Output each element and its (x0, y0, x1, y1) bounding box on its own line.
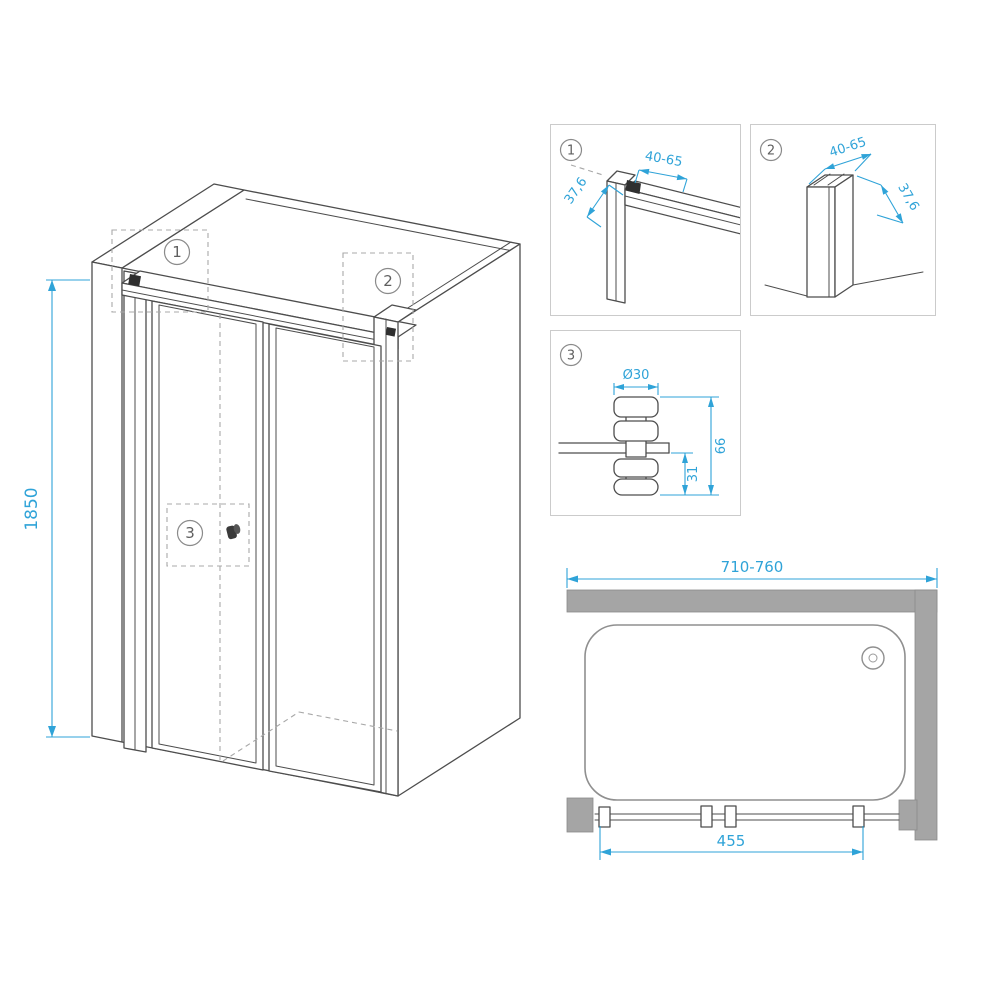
callout-1-circle (163, 238, 191, 266)
height-dimension: 1850 (22, 279, 90, 738)
detail-panel-1: 1 37,6 (550, 124, 741, 316)
fold-hinge-carriage-b (724, 805, 737, 828)
height-dimension-label: 1850 (22, 487, 42, 530)
track-bracket-left (598, 806, 611, 828)
callout-3-circle (176, 519, 204, 547)
door-opening-dimension: 455 (599, 826, 864, 860)
callout-2-circle (374, 267, 402, 295)
detail-2-depth-label: 37,6 (894, 181, 921, 214)
detail-3-callout: 3 (559, 343, 583, 367)
left-wall (91, 183, 245, 743)
callout-2-area (342, 252, 414, 362)
floor-lines (764, 271, 924, 297)
wall-top (566, 589, 938, 613)
jamb-right (898, 799, 918, 831)
door-roller (852, 805, 865, 828)
hidden-wall-line (570, 164, 604, 176)
detail-1-number: 1 (567, 144, 575, 159)
drain-center (868, 653, 878, 663)
callout-2-number: 2 (383, 272, 393, 290)
callout-1-area (111, 229, 209, 313)
diameter-dimension: Ø30 (613, 368, 659, 395)
door-track (594, 805, 900, 828)
callout-3-area (166, 503, 250, 567)
fold-projection-dashed-lines (219, 314, 398, 762)
knob-diameter-label: Ø30 (623, 368, 650, 383)
rail-fastener-left (128, 274, 141, 287)
left-wall-profile (123, 270, 147, 753)
fastener-plate (625, 180, 641, 194)
knob-total-height-label: 66 (714, 438, 729, 455)
callout-1-number: 1 (172, 243, 182, 261)
enclosure-box (121, 189, 521, 797)
door-opening-label: 455 (717, 832, 746, 850)
wall-right (914, 589, 938, 841)
door-handle-knob (226, 524, 241, 540)
jamb-left (566, 797, 594, 833)
detail-3-drawing: 3 Ø30 (558, 343, 729, 496)
callout-3-marker: 3 (166, 503, 250, 567)
door-panels (151, 300, 382, 793)
detail-2-number: 2 (767, 144, 775, 159)
rail-fastener-right (385, 327, 396, 337)
wall-profile-body (806, 173, 854, 298)
callout-2-marker: 2 (342, 252, 414, 362)
callout-1-marker: 1 (111, 229, 209, 313)
knob-inner-height-label: 31 (686, 466, 701, 483)
total-height-dimension: 66 (660, 396, 729, 496)
knob-body (613, 396, 659, 496)
walls (566, 589, 938, 841)
width-range-dimension: 40-65 (634, 149, 688, 193)
detail-2-drawing: 2 40-65 (759, 135, 924, 298)
top-view: 710-760 455 (566, 558, 938, 860)
overall-width-dimension: 710-760 (566, 558, 938, 588)
overall-width-label: 710-760 (721, 558, 784, 576)
drain (861, 646, 885, 670)
rail-section (624, 180, 740, 235)
inner-height-dimension: 31 (671, 452, 701, 495)
detail-1-depth-label: 37,6 (562, 175, 591, 207)
shower-tray (584, 624, 906, 801)
detail-2-callout: 2 (759, 138, 783, 162)
glass-panel-edge (558, 442, 670, 454)
detail-panel-3: 3 Ø30 (550, 330, 741, 516)
detail-1-range-label: 40-65 (644, 149, 684, 170)
detail-3-number: 3 (567, 349, 575, 364)
detail-1-callout: 1 (559, 138, 583, 162)
fold-hinge-carriage-a (700, 805, 713, 828)
isometric-view: 1 2 3 1850 (22, 183, 521, 797)
depth-dimension: 37,6 (856, 175, 922, 224)
callout-3-number: 3 (185, 524, 195, 542)
detail-1-drawing: 1 37,6 (559, 138, 740, 304)
detail-panel-2: 2 40-65 (750, 124, 936, 316)
